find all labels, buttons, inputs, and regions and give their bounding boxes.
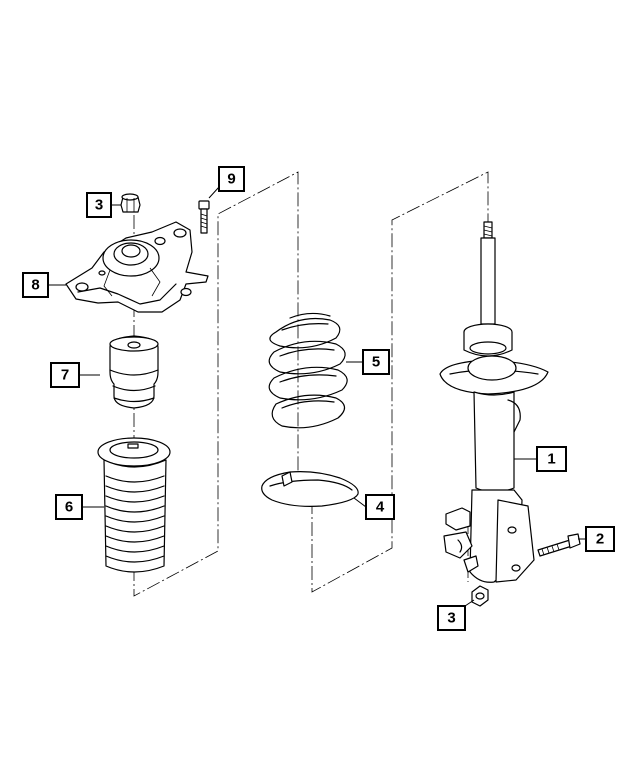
callout-6-label: 6	[65, 499, 73, 516]
callout-4: 4	[365, 494, 395, 520]
part-bolt-9	[198, 200, 210, 234]
callout-leaders	[48, 186, 586, 607]
callout-3-bottom: 3	[437, 605, 466, 631]
part-jounce-bumper	[109, 335, 159, 409]
callout-8-label: 8	[31, 277, 39, 294]
callout-1: 1	[536, 446, 567, 472]
callout-7-label: 7	[61, 367, 69, 384]
callout-2: 2	[585, 526, 615, 552]
part-nut-top	[120, 193, 141, 213]
callout-5: 5	[362, 349, 390, 375]
part-bolt-2	[537, 533, 581, 557]
callout-2-label: 2	[596, 531, 604, 548]
callout-9: 9	[218, 166, 245, 192]
part-coil-spring	[268, 312, 348, 429]
part-dust-boot	[97, 437, 171, 573]
part-spring-isolator	[261, 471, 359, 507]
callout-3-top-label: 3	[95, 197, 103, 214]
callout-8: 8	[22, 272, 49, 298]
callout-5-label: 5	[372, 354, 380, 371]
callout-4-label: 4	[376, 499, 385, 516]
callout-1-label: 1	[547, 451, 555, 468]
part-strut-assembly	[439, 221, 549, 583]
callout-9-label: 9	[227, 171, 235, 188]
callout-3-top: 3	[86, 192, 112, 218]
callout-7: 7	[50, 362, 80, 388]
part-strut-mount	[65, 221, 209, 313]
part-nut-bottom	[471, 585, 489, 607]
callout-3-bottom-label: 3	[447, 610, 455, 627]
callout-6: 6	[55, 494, 83, 520]
